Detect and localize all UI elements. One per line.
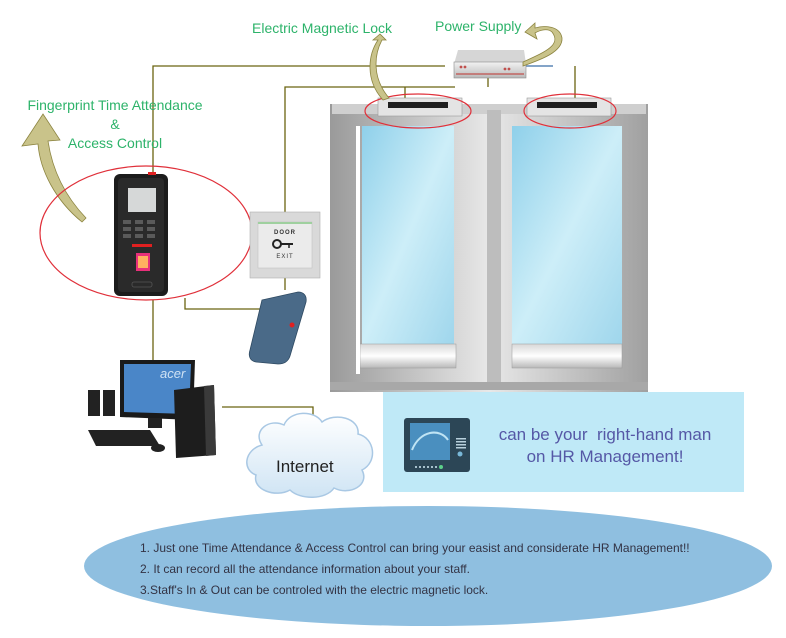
fingerprint-label: Fingerprint Time Attendance & Access Con… <box>10 96 220 153</box>
info-box-line2: on HR Management! <box>526 447 684 466</box>
monitor-brand-logo: acer <box>160 366 186 381</box>
fingerprint-label-line2: & <box>110 116 120 132</box>
lock-right-highlight <box>523 93 617 129</box>
internet-cloud <box>246 412 374 498</box>
card-reader <box>248 291 307 365</box>
magnetic-lock-right <box>526 97 612 117</box>
magnetic-lock-left <box>377 97 463 117</box>
wire-device-to-psu <box>152 65 445 178</box>
power-supply-unit <box>453 50 527 79</box>
fingerprint-terminal <box>114 172 168 296</box>
internet-label: Internet <box>276 457 334 476</box>
fingerprint-label-line1: Fingerprint Time Attendance <box>27 97 203 113</box>
arrow-to-fingerprint-label <box>21 113 87 223</box>
info-box-text: can be your right-hand man on HR Managem… <box>470 424 740 468</box>
arrow-to-lock-label <box>369 33 390 101</box>
note-item: 3.Staff's In & Out can be controled with… <box>140 583 489 597</box>
power-supply-label: Power Supply <box>435 18 522 34</box>
notes-ellipse <box>84 506 772 626</box>
fingerprint-label-line3: Access Control <box>67 135 163 151</box>
glass-door <box>330 104 648 392</box>
arrow-to-psu-label <box>522 22 563 67</box>
info-box-line1: can be your right-hand man <box>498 425 712 444</box>
wire-device-to-reader <box>184 298 230 310</box>
exit-button-exit-text: EXIT <box>276 254 294 260</box>
exit-button <box>249 211 321 279</box>
note-item: 1. Just one Time Attendance & Access Con… <box>140 541 690 555</box>
exit-button-door-text: DOOR <box>274 230 296 236</box>
wire-exit-to-lock-left <box>284 86 455 212</box>
hr-terminal-icon <box>404 418 470 472</box>
notes-list: 1. Just one Time Attendance & Access Con… <box>140 538 690 601</box>
desktop-computer <box>88 360 216 458</box>
electric-magnetic-lock-label: Electric Magnetic Lock <box>252 20 393 36</box>
note-item: 2. It can record all the attendance info… <box>140 562 470 576</box>
lock-left-highlight <box>364 93 472 129</box>
